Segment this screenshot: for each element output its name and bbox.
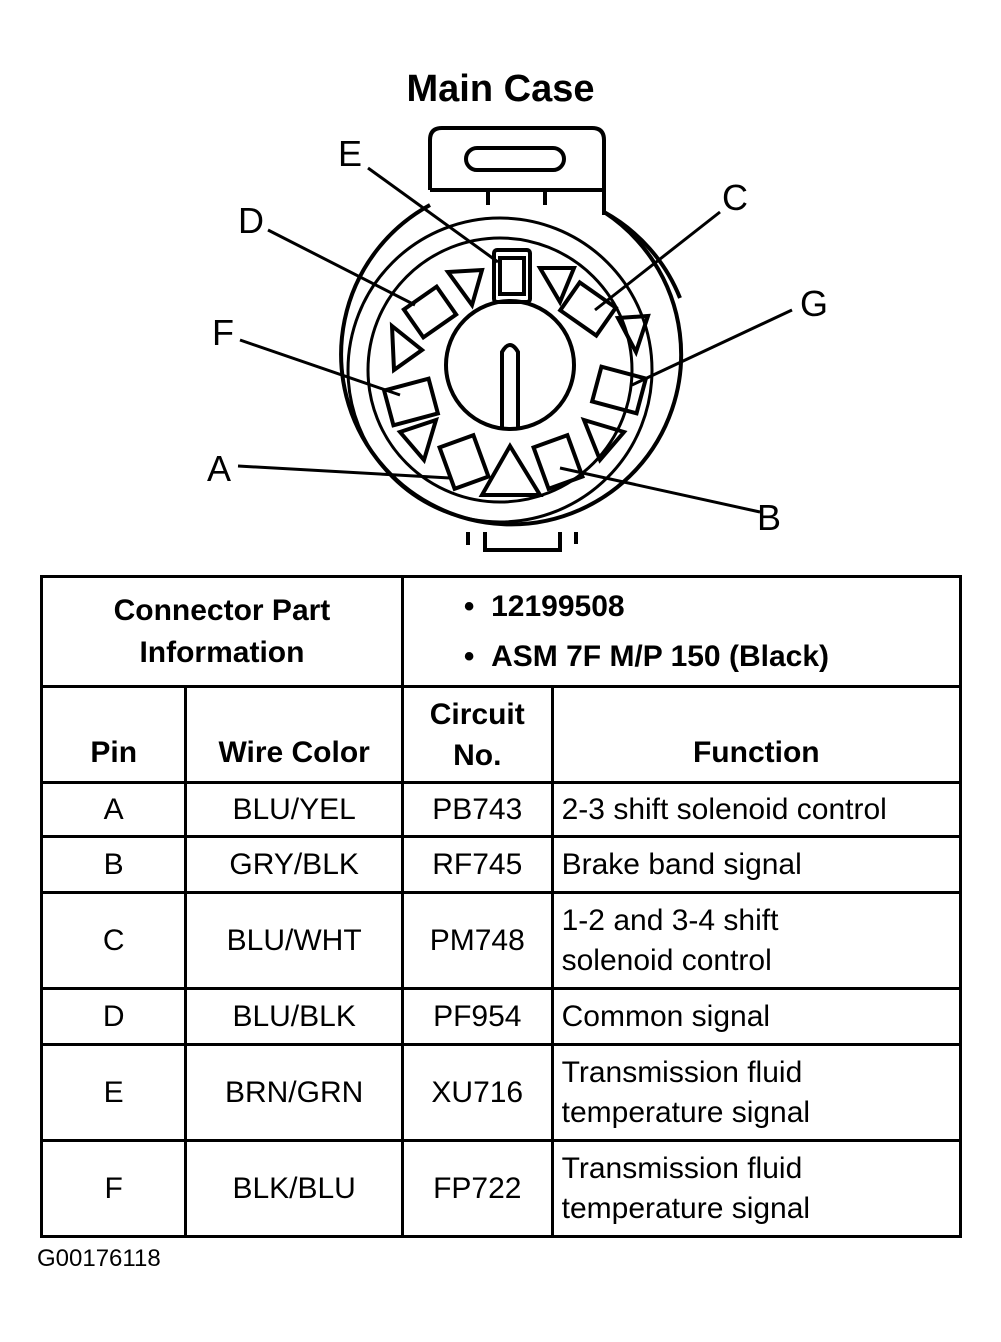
pin-label-C: C xyxy=(722,177,748,218)
cell-wire-color: BLU/BLK xyxy=(184,987,404,1046)
pin-cavity-D xyxy=(401,283,459,341)
function-line: temperature signal xyxy=(561,1095,811,1129)
header-circuit-line2: No. xyxy=(453,738,502,772)
function-line: 1-2 and 3-4 shift xyxy=(561,903,779,937)
cell-pin: E xyxy=(39,1043,188,1142)
header-row: Pin Wire Color Circuit No. Function xyxy=(39,685,963,784)
table-row: F BLK/BLU FP722 Transmission fluid tempe… xyxy=(39,1139,963,1238)
pin-cavity-E xyxy=(492,248,532,304)
pin-cavity-B xyxy=(530,432,586,492)
cell-function: Common signal xyxy=(550,987,963,1046)
info-label: Connector Part Information xyxy=(40,575,404,688)
pin-cavity-A xyxy=(436,432,492,492)
info-row: Connector Part Information • 12199508 • … xyxy=(40,575,963,688)
info-label-line1: Connector Part xyxy=(113,593,331,627)
cell-circuit: PF954 xyxy=(400,987,554,1046)
pin-cavity-F xyxy=(381,376,441,428)
cell-function: Transmission fluid temperature signal xyxy=(550,1043,963,1142)
pin-label-F: F xyxy=(212,312,234,353)
function-line: 2-3 shift solenoid control xyxy=(561,792,887,826)
function-line: Transmission fluid xyxy=(561,1055,803,1089)
pin-label-D: D xyxy=(238,200,264,241)
cell-pin: D xyxy=(39,987,188,1046)
connector-diagram xyxy=(237,126,793,552)
latch-slot xyxy=(464,146,566,172)
cell-pin: A xyxy=(39,781,188,838)
leader-D xyxy=(267,228,416,307)
info-values: • 12199508 • ASM 7F M/P 150 (Black) xyxy=(400,575,963,688)
leader-G xyxy=(631,308,793,387)
leader-E xyxy=(367,166,499,264)
leader-C xyxy=(594,210,721,312)
center-hub xyxy=(444,299,576,431)
cell-pin: C xyxy=(39,891,188,990)
info-bullet: • ASM 7F M/P 150 (Black) xyxy=(463,639,829,673)
part-number: 12199508 xyxy=(491,589,625,623)
pin-label-A: A xyxy=(207,448,232,489)
cell-wire-color: BLU/YEL xyxy=(184,781,404,838)
diagram-title: Main Case xyxy=(406,68,595,110)
function-line: solenoid control xyxy=(561,943,772,977)
cell-function: Brake band signal xyxy=(550,835,963,894)
pin-label-G: G xyxy=(800,283,829,324)
connector-table: Connector Part Information • 12199508 • … xyxy=(39,575,963,1238)
table-row: C BLU/WHT PM748 1-2 and 3-4 shift soleno… xyxy=(39,891,963,990)
pin-cavity-C xyxy=(557,279,619,339)
cell-function: 2-3 shift solenoid control xyxy=(550,781,963,838)
header-circuit-line1: Circuit xyxy=(429,697,525,731)
leader-A xyxy=(237,464,451,480)
figure-code: G00176118 xyxy=(37,1245,161,1272)
info-bullet: • 12199508 xyxy=(463,589,625,623)
cell-pin: B xyxy=(39,835,188,894)
pin-cavity-G xyxy=(589,364,649,416)
cell-circuit: PB743 xyxy=(400,781,554,838)
cell-wire-color: BLK/BLU xyxy=(184,1139,404,1238)
leader-F xyxy=(239,338,401,397)
info-label-line2: Information xyxy=(139,635,305,669)
header-circuit: Circuit No. xyxy=(400,685,554,784)
function-line: temperature signal xyxy=(561,1191,811,1225)
cell-function: Transmission fluid temperature signal xyxy=(550,1139,963,1238)
pin-label-E: E xyxy=(338,133,363,174)
header-wire-color: Wire Color xyxy=(184,685,404,784)
cell-pin: F xyxy=(39,1139,188,1238)
pin-label-B: B xyxy=(757,497,782,538)
part-description: ASM 7F M/P 150 (Black) xyxy=(491,639,829,673)
cell-circuit: PM748 xyxy=(400,891,554,990)
header-pin: Pin xyxy=(39,685,188,784)
cell-circuit: XU716 xyxy=(400,1043,554,1142)
cell-circuit: RF745 xyxy=(400,835,554,894)
table-row: D BLU/BLK PF954 Common signal xyxy=(39,987,963,1046)
table-row: B GRY/BLK RF745 Brake band signal xyxy=(39,835,963,894)
cell-circuit: FP722 xyxy=(400,1139,554,1238)
leader-B xyxy=(559,466,761,514)
cell-wire-color: BRN/GRN xyxy=(184,1043,404,1142)
table-row: E BRN/GRN XU716 Transmission fluid tempe… xyxy=(39,1043,963,1142)
table-row: A BLU/YEL PB743 2-3 shift solenoid contr… xyxy=(39,781,963,838)
cell-function: 1-2 and 3-4 shift solenoid control xyxy=(550,891,963,990)
cell-wire-color: BLU/WHT xyxy=(184,891,404,990)
connector-outer-ring xyxy=(339,203,684,527)
function-line: Brake band signal xyxy=(561,847,802,881)
header-function: Function xyxy=(550,685,963,784)
latch-tab xyxy=(428,126,606,215)
function-line: Transmission fluid xyxy=(561,1151,803,1185)
cell-wire-color: GRY/BLK xyxy=(184,835,404,894)
function-line: Common signal xyxy=(561,999,771,1033)
connector-inner-ring xyxy=(346,216,654,524)
